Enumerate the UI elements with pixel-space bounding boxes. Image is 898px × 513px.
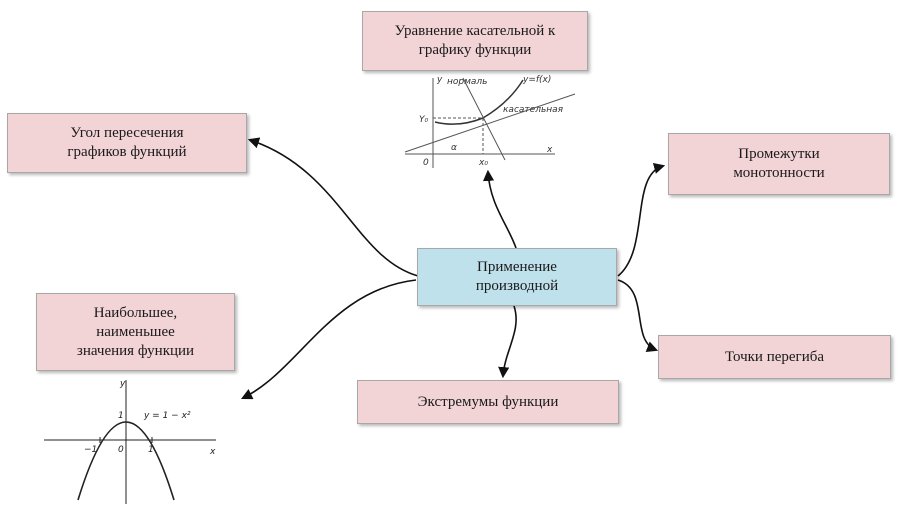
- node-min-max-values: Наибольшее, наименьшее значения функции: [36, 293, 235, 371]
- tick-y-one: 1: [118, 411, 124, 421]
- parabola-figure: y x y = 1 − x² −1 1 1 0: [38, 374, 236, 508]
- connector-minmax: [240, 279, 417, 400]
- parabola-x-axis-label: x: [209, 447, 216, 457]
- node-monotonicity-label: Промежутки монотонности: [733, 146, 825, 181]
- parabola-equation: y = 1 − x²: [143, 411, 191, 421]
- alpha-label: α: [451, 143, 457, 153]
- node-tangent-equation-label: Уравнение касательной к графику функции: [394, 23, 556, 58]
- parabola-origin-label: 0: [118, 445, 124, 455]
- parabola-y-axis-label: y: [119, 379, 126, 389]
- connector-monotonicity: [617, 162, 666, 277]
- parabola-figure-svg: y x y = 1 − x² −1 1 1 0: [44, 379, 216, 504]
- connector-extrema: [498, 305, 517, 379]
- tangent-figure: y x 0 нормаль y=f(x) касательная Y₀ x₀ α: [395, 72, 595, 172]
- tangent-y-axis-label: y: [436, 75, 443, 85]
- node-tangent-equation: Уравнение касательной к графику функции: [362, 11, 588, 71]
- node-extrema-label: Экстремумы функции: [417, 393, 559, 410]
- node-intersection-angle: Угол пересечения графиков функций: [7, 113, 247, 173]
- node-min-max-values-label: Наибольшее, наименьшее значения функции: [76, 304, 195, 359]
- tangent-x-axis-label: x: [546, 145, 553, 155]
- curve-label: y=f(x): [522, 75, 551, 85]
- connector-inflection: [617, 279, 659, 352]
- tangent-origin-label: 0: [423, 158, 429, 168]
- tick-pos-one: 1: [148, 445, 154, 455]
- y0-label: Y₀: [419, 115, 428, 125]
- center-node-label: Применение производной: [475, 259, 559, 294]
- center-node: Применение производной: [417, 248, 617, 306]
- tick-neg-one: −1: [84, 445, 97, 455]
- tangent-line-label: касательная: [503, 105, 564, 115]
- connector-tangent: [482, 169, 517, 249]
- node-monotonicity: Промежутки монотонности: [668, 133, 890, 195]
- tangent-figure-svg: y x 0 нормаль y=f(x) касательная Y₀ x₀ α: [404, 75, 576, 168]
- normal-label: нормаль: [447, 77, 487, 87]
- node-extrema: Экстремумы функции: [357, 380, 619, 424]
- node-intersection-angle-label: Угол пересечения графиков функций: [67, 125, 187, 160]
- node-inflection-points: Точки перегиба: [658, 335, 891, 379]
- x0-label: x₀: [478, 158, 488, 168]
- connector-angle: [247, 137, 419, 277]
- node-inflection-points-label: Точки перегиба: [724, 348, 825, 365]
